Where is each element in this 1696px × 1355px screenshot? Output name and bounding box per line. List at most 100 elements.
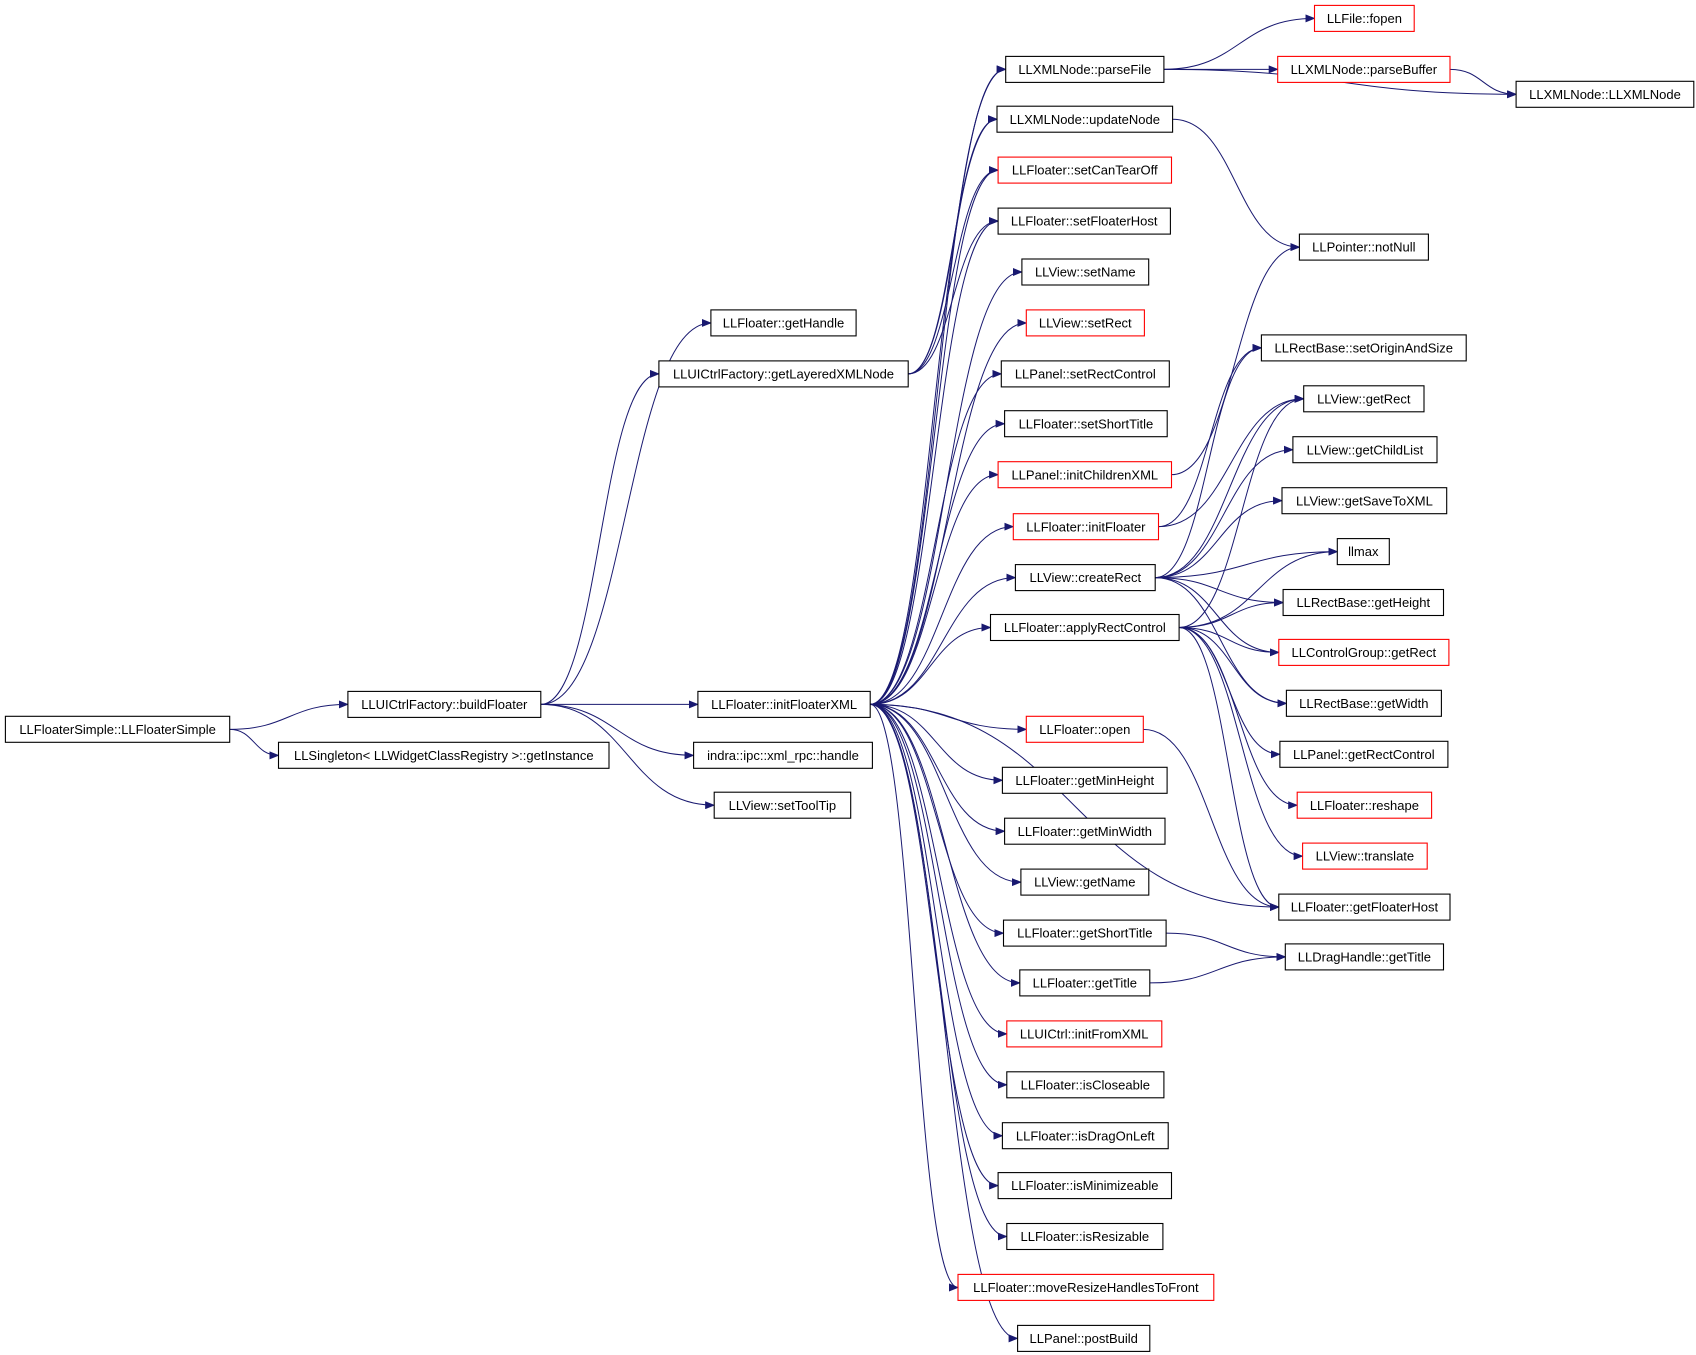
node-llpointer-notnull[interactable]: LLPointer::notNull: [1298, 233, 1429, 261]
node-box[interactable]: [1001, 766, 1168, 794]
node-box[interactable]: [1277, 55, 1451, 83]
node-llview-getchildlist[interactable]: LLView::getChildList: [1292, 436, 1438, 464]
node-box[interactable]: [957, 1273, 1215, 1301]
node-llrectbase-setoriginandsize[interactable]: LLRectBase::setOriginAndSize: [1260, 334, 1467, 362]
node-box[interactable]: [1021, 258, 1150, 286]
node-box[interactable]: [710, 309, 857, 337]
node-llview-getname[interactable]: LLView::getName: [1020, 868, 1150, 896]
node-llpanel-postbuild[interactable]: LLPanel::postBuild: [1017, 1324, 1151, 1352]
node-box[interactable]: [1012, 513, 1160, 541]
node-box[interactable]: [1025, 309, 1145, 337]
node-llview-getrect[interactable]: LLView::getRect: [1303, 385, 1425, 413]
node-box[interactable]: [997, 1172, 1173, 1200]
node-box[interactable]: [1279, 740, 1449, 768]
node-box[interactable]: [1006, 1020, 1163, 1048]
node-llfloater-getminheight[interactable]: LLFloater::getMinHeight: [1001, 766, 1168, 794]
node-box[interactable]: [1017, 1324, 1151, 1352]
node-llfile-fopen[interactable]: LLFile::fopen: [1313, 4, 1415, 32]
node-box[interactable]: [1014, 564, 1156, 592]
node-llxmlnode-llxmlnode[interactable]: LLXMLNode::LLXMLNode: [1515, 80, 1695, 108]
node-box[interactable]: [1285, 689, 1442, 717]
node-box[interactable]: [1025, 715, 1144, 743]
node-lluictrlfactory-buildfloater[interactable]: LLUICtrlFactory::buildFloater: [347, 690, 542, 718]
node-llrectbase-getheight[interactable]: LLRectBase::getHeight: [1282, 588, 1445, 617]
node-llfloater-setcantearoff[interactable]: LLFloater::setCanTearOff: [997, 156, 1173, 184]
node-box[interactable]: [1278, 893, 1451, 921]
node-llview-translate[interactable]: LLView::translate: [1302, 842, 1428, 870]
node-box[interactable]: [1278, 638, 1450, 666]
node-box[interactable]: [997, 461, 1173, 489]
node-llsingleton-llwidgetclassregistry-getinstance[interactable]: LLSingleton< LLWidgetClassRegistry >::ge…: [277, 741, 610, 769]
node-llxmlnode-parsefile[interactable]: LLXMLNode::parseFile: [1005, 55, 1165, 83]
node-llfloater-getshorttitle[interactable]: LLFloater::getShortTitle: [1002, 919, 1167, 947]
node-box[interactable]: [4, 715, 231, 743]
node-box[interactable]: [1002, 919, 1167, 947]
node-llfloater-applyrectcontrol[interactable]: LLFloater::applyRectControl: [989, 613, 1180, 642]
node-llmax[interactable]: llmax: [1336, 538, 1390, 566]
node-lluictrlfactory-getlayeredxmlnode[interactable]: LLUICtrlFactory::getLayeredXMLNode: [658, 360, 909, 388]
node-box[interactable]: [697, 690, 871, 718]
node-box[interactable]: [997, 207, 1171, 235]
node-box[interactable]: [996, 105, 1174, 133]
node-llview-settooltip[interactable]: LLView::setToolTip: [713, 791, 852, 819]
node-box[interactable]: [1302, 842, 1428, 870]
node-box[interactable]: [1281, 487, 1448, 515]
node-llrectbase-getwidth[interactable]: LLRectBase::getWidth: [1285, 689, 1442, 717]
node-box[interactable]: [1004, 410, 1168, 438]
node-llview-setname[interactable]: LLView::setName: [1021, 258, 1150, 286]
node-llpanel-setrectcontrol[interactable]: LLPanel::setRectControl: [1000, 360, 1170, 388]
node-box[interactable]: [1004, 817, 1166, 845]
node-box[interactable]: [1298, 233, 1429, 261]
node-box[interactable]: [1515, 80, 1695, 108]
node-box[interactable]: [1313, 4, 1415, 32]
node-box[interactable]: [347, 690, 542, 718]
node-llxmlnode-parsebuffer[interactable]: LLXMLNode::parseBuffer: [1277, 55, 1451, 83]
node-lluictrl-initfromxml[interactable]: LLUICtrl::initFromXML: [1006, 1020, 1163, 1048]
node-llfloater-getminwidth[interactable]: LLFloater::getMinWidth: [1004, 817, 1166, 845]
node-box[interactable]: [658, 360, 909, 388]
node-llfloater-iscloseable[interactable]: LLFloater::isCloseable: [1006, 1071, 1165, 1099]
node-box[interactable]: [1336, 538, 1390, 566]
node-llview-setrect[interactable]: LLView::setRect: [1025, 309, 1145, 337]
node-box[interactable]: [1006, 1071, 1165, 1099]
node-box[interactable]: [997, 156, 1173, 184]
node-llfloater-initfloater[interactable]: LLFloater::initFloater: [1012, 513, 1160, 541]
node-llcontrolgroup-getrect[interactable]: LLControlGroup::getRect: [1278, 638, 1450, 666]
node-box[interactable]: [693, 741, 873, 769]
node-llview-createrect[interactable]: LLView::createRect: [1014, 564, 1156, 592]
node-llfloater-setfloaterhost[interactable]: LLFloater::setFloaterHost: [997, 207, 1171, 235]
node-llfloater-isresizable[interactable]: LLFloater::isResizable: [1006, 1222, 1164, 1251]
node-llxmlnode-updatenode[interactable]: LLXMLNode::updateNode: [996, 105, 1174, 133]
node-box[interactable]: [1020, 868, 1150, 896]
node-box[interactable]: [713, 791, 852, 819]
node-box[interactable]: [989, 613, 1180, 642]
node-box[interactable]: [1292, 436, 1438, 464]
node-llfloater-isminimizeable[interactable]: LLFloater::isMinimizeable: [997, 1172, 1173, 1200]
node-lldraghandle-gettitle[interactable]: LLDragHandle::getTitle: [1284, 943, 1445, 971]
node-box[interactable]: [1006, 1222, 1164, 1251]
node-llpanel-initchildrenxml[interactable]: LLPanel::initChildrenXML: [997, 461, 1173, 489]
node-llfloater-moveresizehandlestofront[interactable]: LLFloater::moveResizeHandlesToFront: [957, 1273, 1215, 1301]
node-llfloater-getfloaterhost[interactable]: LLFloater::getFloaterHost: [1278, 893, 1451, 921]
node-box[interactable]: [1303, 385, 1425, 413]
node-box[interactable]: [277, 741, 610, 769]
node-box[interactable]: [1000, 360, 1170, 388]
node-llfloater-reshape[interactable]: LLFloater::reshape: [1296, 791, 1433, 819]
node-llview-getsavetoxml[interactable]: LLView::getSaveToXML: [1281, 487, 1448, 515]
node-llfloater-isdragonleft[interactable]: LLFloater::isDragOnLeft: [1001, 1122, 1169, 1150]
node-llfloater-initfloaterxml[interactable]: LLFloater::initFloaterXML: [697, 690, 871, 718]
node-llfloater-open[interactable]: LLFloater::open: [1025, 715, 1144, 743]
node-indra-ipc-xml-rpc-handle[interactable]: indra::ipc::xml_rpc::handle: [693, 741, 873, 769]
node-box[interactable]: [1005, 55, 1165, 83]
node-box[interactable]: [1019, 969, 1151, 997]
node-llfloater-setshorttitle[interactable]: LLFloater::setShortTitle: [1004, 410, 1168, 438]
node-box[interactable]: [1284, 943, 1445, 971]
node-llfloater-gethandle[interactable]: LLFloater::getHandle: [710, 309, 857, 337]
node-box[interactable]: [1296, 791, 1433, 819]
node-box[interactable]: [1282, 588, 1445, 617]
node-llfloater-gettitle[interactable]: LLFloater::getTitle: [1019, 969, 1151, 997]
node-box[interactable]: [1260, 334, 1467, 362]
node-box[interactable]: [1001, 1122, 1169, 1150]
node-llpanel-getrectcontrol[interactable]: LLPanel::getRectControl: [1279, 740, 1449, 768]
node-llfloatersimple-llfloatersimple[interactable]: LLFloaterSimple::LLFloaterSimple: [4, 715, 231, 743]
